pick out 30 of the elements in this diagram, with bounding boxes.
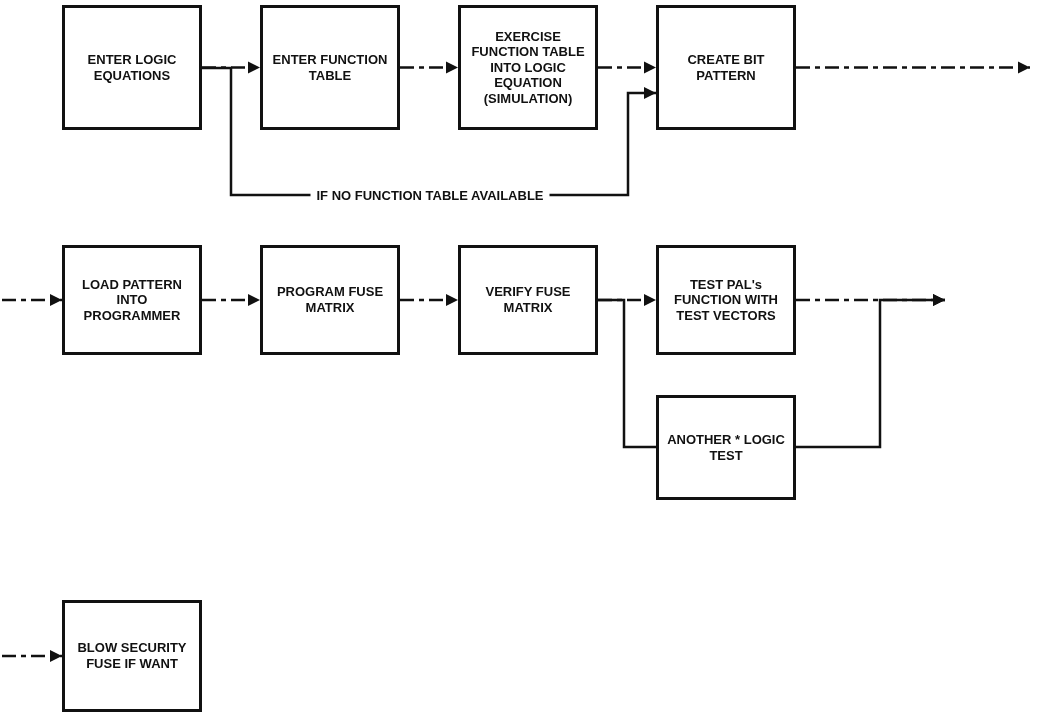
process-box [656,245,796,355]
arrow [2,293,62,307]
step-text: PROGRAM FUSE MATRIX [275,284,385,316]
step-text: CREATE BIT PATTERN [686,51,766,84]
process-box [62,245,202,355]
step-text: ANOTHER * LOGIC TEST [666,431,786,464]
process-box [62,600,202,712]
process-box [62,5,202,130]
process-box [260,5,400,130]
process-box [260,245,400,355]
process-box [656,5,796,130]
arrow [598,61,656,74]
step-text: ENTER LOGIC EQUATIONS [86,51,178,84]
arrow [202,293,260,307]
step-text: BLOW SECURITY FUSE IF WANT [76,640,188,672]
arrow [202,61,260,74]
arrow [796,293,945,449]
step-text: ENTER FUNCTION TABLE [271,51,389,84]
arrow [2,649,62,663]
step-text: LOAD PATTERN INTO PROGRAMMER [81,276,183,324]
step-text: TEST PAL's FUNCTION WITH TEST VECTORS [673,276,779,324]
arrow [400,293,458,307]
process-box [656,395,796,500]
arrow [796,61,1030,74]
step-text: VERIFY FUSE MATRIX [484,284,572,316]
arrow [400,61,458,74]
process-box [458,5,598,130]
process-box [458,245,598,355]
step-text: EXERCISE FUNCTION TABLE INTO LOGIC EQUATION (SIMULATION) [470,28,586,107]
connector-line [598,298,656,449]
